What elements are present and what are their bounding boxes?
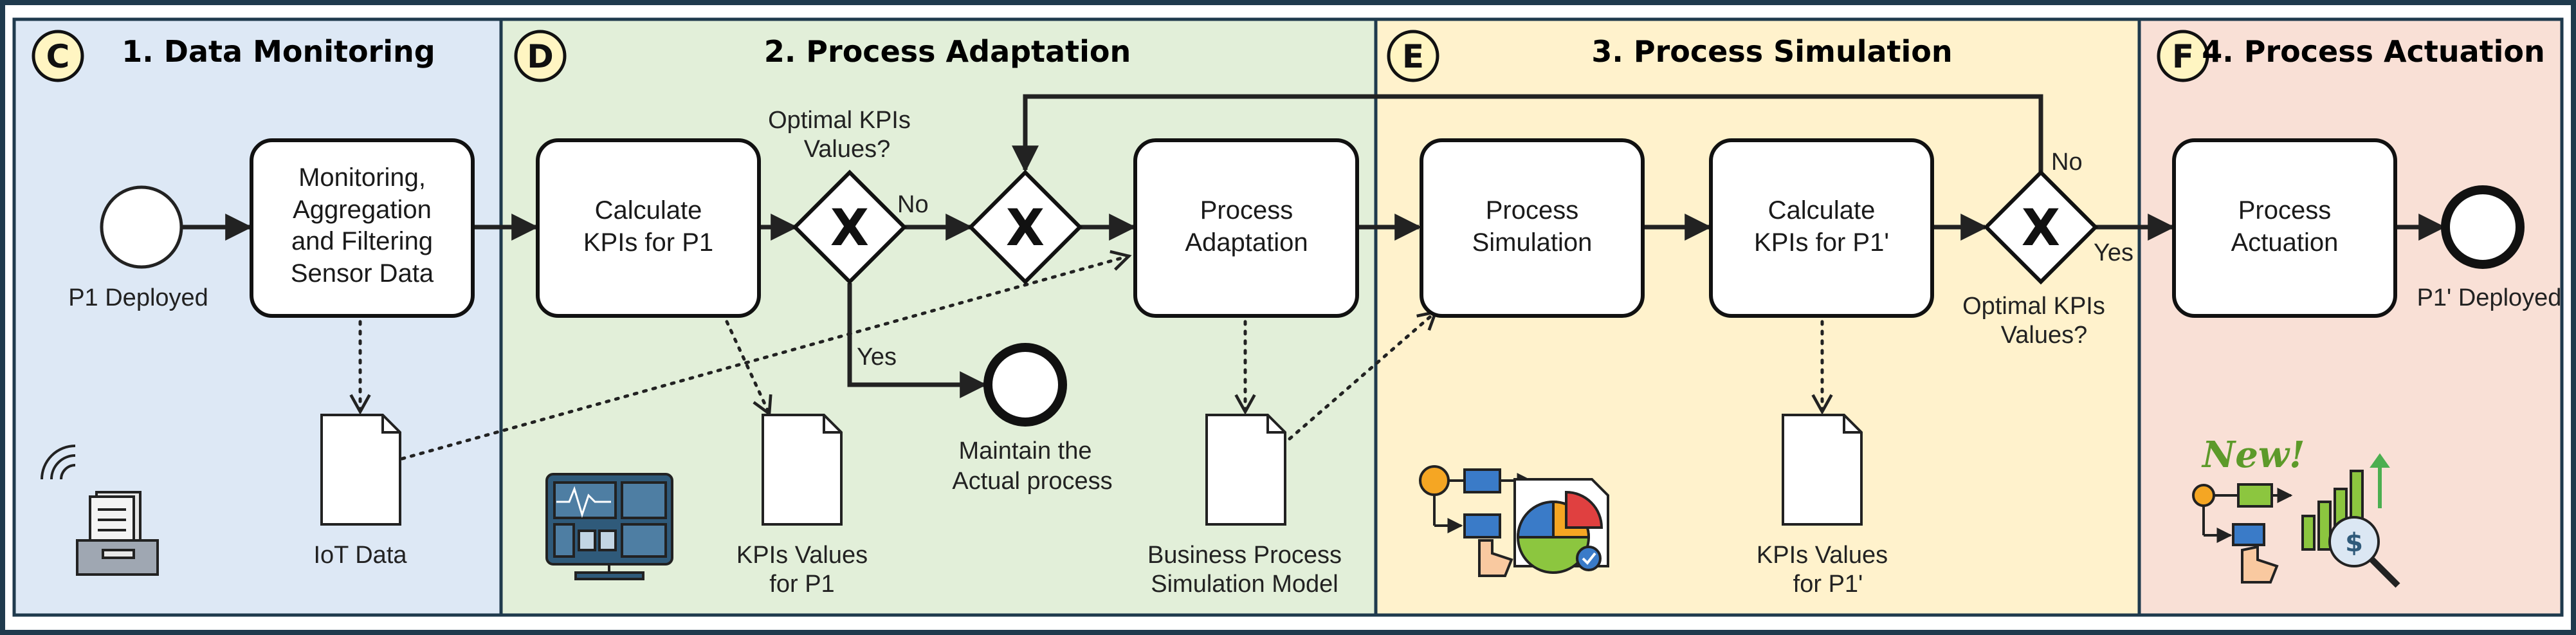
panel-badge-e bbox=[1387, 30, 1439, 82]
start-event bbox=[100, 185, 183, 269]
task-label-line: Aggregation bbox=[293, 196, 432, 224]
task-label-line: Calculate bbox=[1768, 196, 1876, 225]
task-label-line: Adaptation bbox=[1185, 228, 1308, 257]
panel-badge-c bbox=[32, 30, 84, 82]
task-process-simulation: Process Simulation bbox=[1420, 138, 1645, 318]
panel-title: 1. Data Monitoring bbox=[122, 34, 435, 69]
gateway-symbol: X bbox=[2022, 199, 2060, 257]
gateway3-question-line1: Optimal KPIs bbox=[1962, 293, 2105, 320]
doc-bpsm-label-line2: Simulation Model bbox=[1151, 571, 1338, 598]
assoc-calc-to-kpi bbox=[725, 320, 772, 417]
doc-kpi-p1-prime-label-line2: for P1' bbox=[1793, 571, 1863, 598]
doc-bpsm-icon bbox=[1205, 414, 1286, 526]
panel-badge-label: E bbox=[1402, 38, 1424, 75]
panel-badge-d bbox=[514, 30, 567, 82]
maintain-end-event bbox=[983, 343, 1067, 427]
new-badge: New! bbox=[2201, 434, 2305, 476]
task-label-line: and Filtering bbox=[291, 227, 433, 255]
panel-badge-f bbox=[2157, 30, 2209, 82]
gateway1-question-line1: Optimal KPIs bbox=[768, 107, 911, 134]
doc-kpi-p1-prime-icon bbox=[1782, 414, 1863, 526]
gateway-merge: X bbox=[967, 169, 1083, 285]
process-simulation-illustration bbox=[1419, 465, 1609, 577]
doc-kpi-p1-icon bbox=[762, 414, 843, 526]
task-label-line: Process bbox=[2238, 196, 2332, 225]
task-label-line: KPIs for P1 bbox=[583, 228, 713, 257]
panel-title: 3. Process Simulation bbox=[1591, 34, 1952, 69]
flow-gateway1-yes bbox=[847, 283, 987, 398]
gateway1-no-label: No bbox=[897, 191, 929, 218]
task-label-line: Sensor Data bbox=[291, 259, 434, 288]
end-event bbox=[2441, 185, 2525, 269]
panel-title: 4. Process Actuation bbox=[2202, 34, 2545, 69]
doc-bpsm-label-line1: Business Process bbox=[1147, 542, 1342, 569]
doc-iot-data-label: IoT Data bbox=[313, 542, 407, 569]
panel-badge-label: F bbox=[2172, 38, 2194, 75]
gateway-symbol: X bbox=[830, 199, 869, 257]
doc-kpi-p1-prime-label-line1: KPIs Values bbox=[1757, 542, 1888, 569]
maintain-event-label-line1: Maintain the bbox=[958, 437, 1092, 465]
gateway1-yes-label: Yes bbox=[857, 344, 897, 371]
task-calc-kpis-p1-prime: Calculate KPIs for P1' bbox=[1709, 138, 1934, 318]
sequence-flows bbox=[182, 94, 2446, 398]
gateway-optimal-kpis-1: X bbox=[792, 169, 908, 285]
svg-text:$: $ bbox=[2345, 528, 2363, 558]
task-process-adaptation: Process Adaptation bbox=[1133, 138, 1359, 318]
gateway1-question-line2: Values? bbox=[804, 136, 891, 163]
doc-kpi-p1-label-line1: KPIs Values bbox=[736, 542, 868, 569]
process-actuation-illustration: $ bbox=[2192, 453, 2400, 588]
assoc-bpsm-to-simulation bbox=[1288, 309, 1438, 441]
doc-iot-data-icon bbox=[320, 414, 401, 526]
task-calc-kpis-p1: Calculate KPIs for P1 bbox=[536, 138, 761, 318]
gateway3-yes-label: Yes bbox=[2094, 239, 2133, 266]
task-label-line: Actuation bbox=[2231, 228, 2339, 257]
gateway3-no-label: No bbox=[2051, 149, 2083, 176]
data-associations bbox=[349, 250, 1833, 461]
task-label-line: Calculate bbox=[595, 196, 702, 225]
iot-inbox-icon bbox=[41, 445, 159, 576]
assoc-iot-to-adaptation bbox=[400, 250, 1132, 461]
dashboard-monitor-icon bbox=[545, 473, 673, 580]
doc-kpi-p1-label-line2: for P1 bbox=[769, 571, 834, 598]
task-process-actuation: Process Actuation bbox=[2172, 138, 2397, 318]
panel-title: 2. Process Adaptation bbox=[764, 34, 1131, 69]
task-label-line: Process bbox=[1486, 196, 1579, 225]
task-monitoring: Monitoring, Aggregation and Filtering Se… bbox=[250, 138, 475, 318]
panel-badge-label: C bbox=[46, 38, 70, 75]
end-event-label: P1' Deployed bbox=[2417, 284, 2562, 311]
gateway-symbol: X bbox=[1006, 199, 1045, 257]
flow-gateway3-no-loop bbox=[1012, 94, 2043, 173]
panel-badge-label: D bbox=[527, 38, 554, 75]
gateway3-question-line2: Values? bbox=[2001, 322, 2088, 349]
maintain-event-label-line2: Actual process bbox=[952, 468, 1112, 495]
start-event-label: P1 Deployed bbox=[68, 284, 208, 311]
gateway-optimal-kpis-2: X bbox=[1983, 169, 2099, 285]
task-label-line: Simulation bbox=[1472, 228, 1593, 257]
task-label-line: Process bbox=[1200, 196, 1293, 225]
task-label-line: KPIs for P1' bbox=[1754, 228, 1889, 257]
task-label-line: Monitoring, bbox=[298, 163, 426, 192]
